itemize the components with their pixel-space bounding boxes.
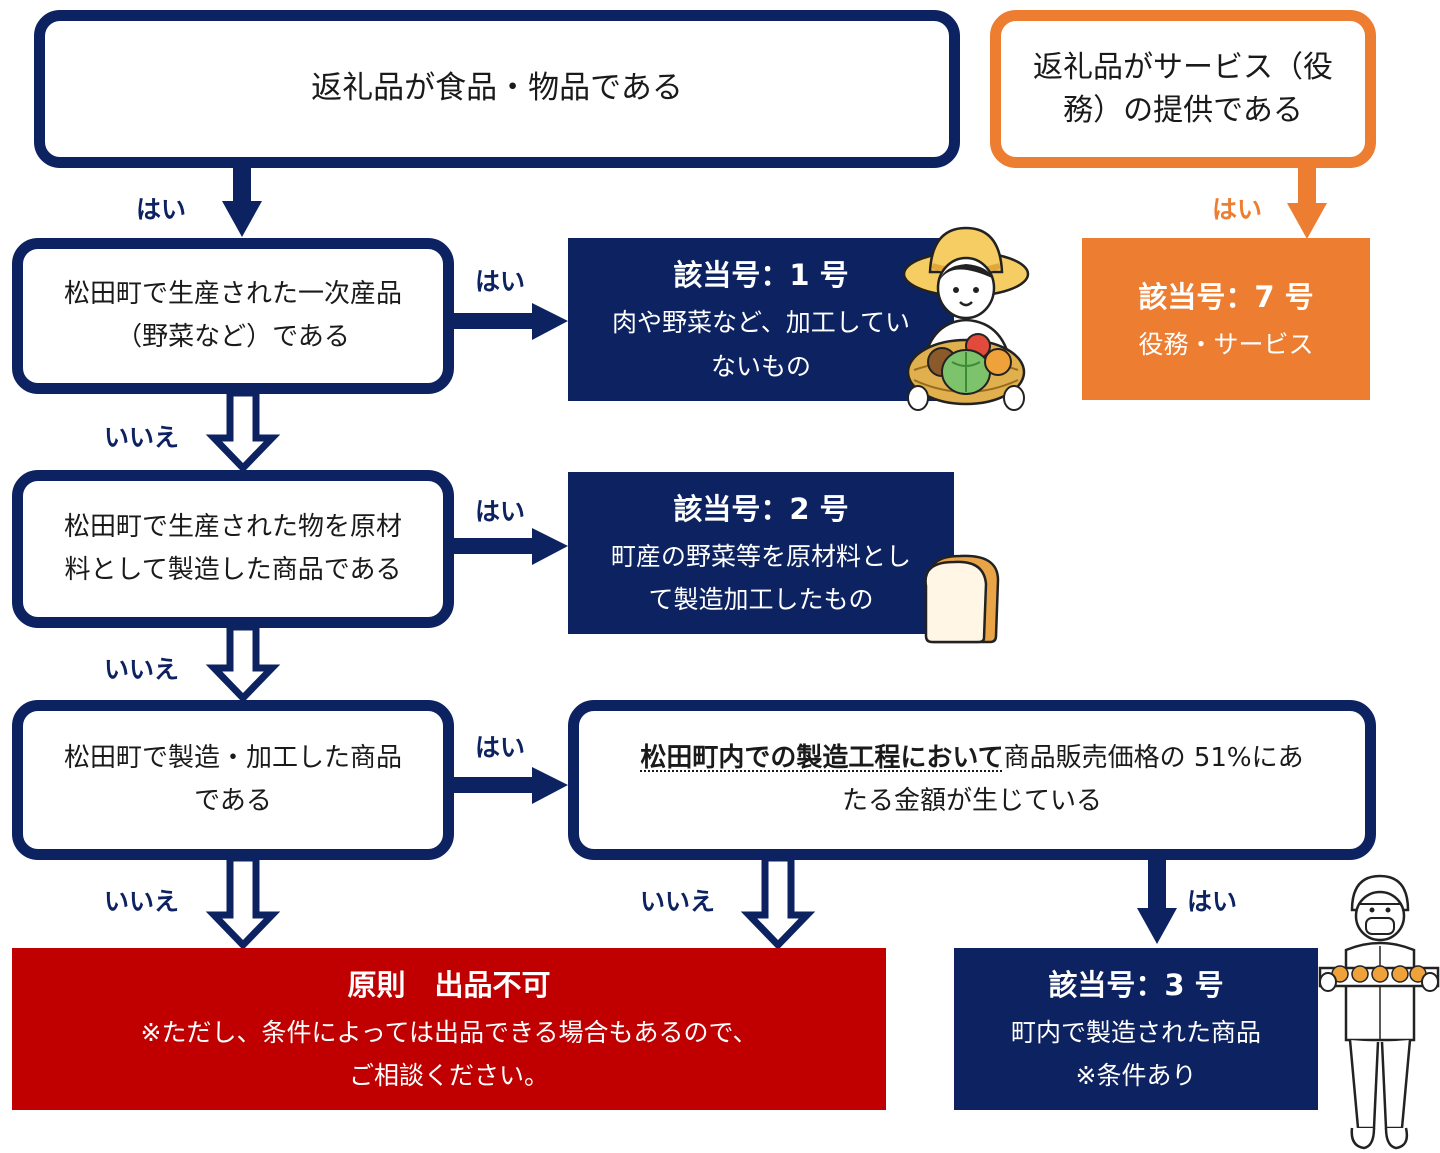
q1-primary-product: 松田町で生産された一次産品 （野菜など）である [12, 238, 454, 394]
not-allowed-line1: ※ただし、条件によっては出品できる場合もあるので、 [140, 1017, 758, 1047]
arrow-q2-no [205, 623, 281, 704]
label-yes-q3: はい [475, 733, 526, 762]
factory-worker-icon [1318, 874, 1440, 1150]
result-no2-title: 該当号：2 号 [673, 491, 849, 526]
result-no2: 該当号：2 号 町産の野菜等を原材料とし て製造加工したもの [568, 472, 954, 634]
result-no2-line2: て製造加工したもの [648, 585, 874, 615]
label-no-q2: いいえ [104, 655, 180, 684]
arrow-q4-yes [1137, 858, 1177, 944]
label-yes-q1: はい [475, 267, 526, 296]
q1-line1: 松田町で生産された一次産品 [63, 279, 402, 310]
not-allowed-line2: ご相談ください。 [348, 1061, 549, 1091]
q3-manufactured-product: 松田町で製造・加工した商品 である [12, 700, 454, 860]
bread-icon [924, 554, 1000, 644]
arrow-q1-no [205, 389, 281, 474]
result-no1-line2: ないもの [710, 351, 811, 381]
label-no-q3: いいえ [104, 887, 180, 916]
arrow-goods-to-q1 [222, 165, 262, 237]
goods-question-label: 返礼品が食品・物品である [311, 70, 683, 107]
result-no3-line2: ※条件あり [1075, 1061, 1197, 1091]
label-yes-q4: はい [1187, 887, 1238, 916]
label-yes-q2: はい [475, 497, 526, 526]
service-question-line1: 返礼品がサービス（役 [1033, 49, 1333, 85]
result-no1-title: 該当号：1 号 [673, 258, 849, 293]
not-allowed-title: 原則 出品不可 [347, 967, 551, 1002]
result-not-allowed: 原則 出品不可 ※ただし、条件によっては出品できる場合もあるので、 ご相談くださ… [12, 948, 886, 1110]
q4-emphasis: 松田町内での製造工程において [640, 743, 1004, 774]
q2-line2: 料として製造した商品である [64, 555, 402, 585]
result-no1-line1: 肉や野菜など、加工してい [611, 308, 910, 338]
result-no7-line1: 役務・サービス [1138, 329, 1314, 359]
q3-line1: 松田町で製造・加工した商品 [63, 743, 402, 774]
result-no3-title: 該当号：3 号 [1048, 967, 1224, 1002]
service-question: 返礼品がサービス（役 務）の提供である [990, 10, 1376, 168]
label-no-q1: いいえ [104, 423, 180, 452]
q2-raw-material-product: 松田町で生産された物を原材 料として製造した商品である [12, 470, 454, 628]
arrow-q1-yes [452, 303, 568, 340]
goods-question: 返礼品が食品・物品である [34, 10, 960, 168]
arrow-q3-yes [452, 767, 568, 804]
arrow-service-to-r7 [1287, 165, 1327, 239]
result-no7: 該当号：7 号 役務・サービス [1082, 238, 1370, 400]
result-no3-line1: 町内で製造された商品 [1010, 1017, 1261, 1047]
q4-value-added-condition: 松田町内での製造工程において商品販売価格の 51%にあ たる金額が生じている [568, 700, 1376, 860]
label-no-q4: いいえ [640, 887, 716, 916]
q3-line2: である [194, 786, 272, 816]
result-no3: 該当号：3 号 町内で製造された商品 ※条件あり [954, 948, 1318, 1110]
q1-line2: （野菜など）である [116, 322, 350, 352]
arrow-q4-no [740, 854, 816, 951]
result-no7-title: 該当号：7 号 [1138, 279, 1314, 314]
label-yes-service: はい [1212, 195, 1263, 224]
service-question-line2: 務）の提供である [1063, 93, 1303, 128]
farmer-icon [902, 226, 1030, 411]
result-no2-line1: 町産の野菜等を原材料とし [610, 541, 911, 571]
q4-rest: 商品販売価格の 51%にあ [1003, 743, 1304, 774]
label-yes-goods: はい [136, 195, 187, 224]
q2-line1: 松田町で生産された物を原材 [63, 512, 402, 543]
result-no1: 該当号：1 号 肉や野菜など、加工してい ないもの [568, 238, 954, 401]
arrow-q3-no [205, 854, 281, 951]
q4-line2: たる金額が生じている [841, 786, 1102, 816]
arrow-q2-yes [452, 528, 568, 565]
